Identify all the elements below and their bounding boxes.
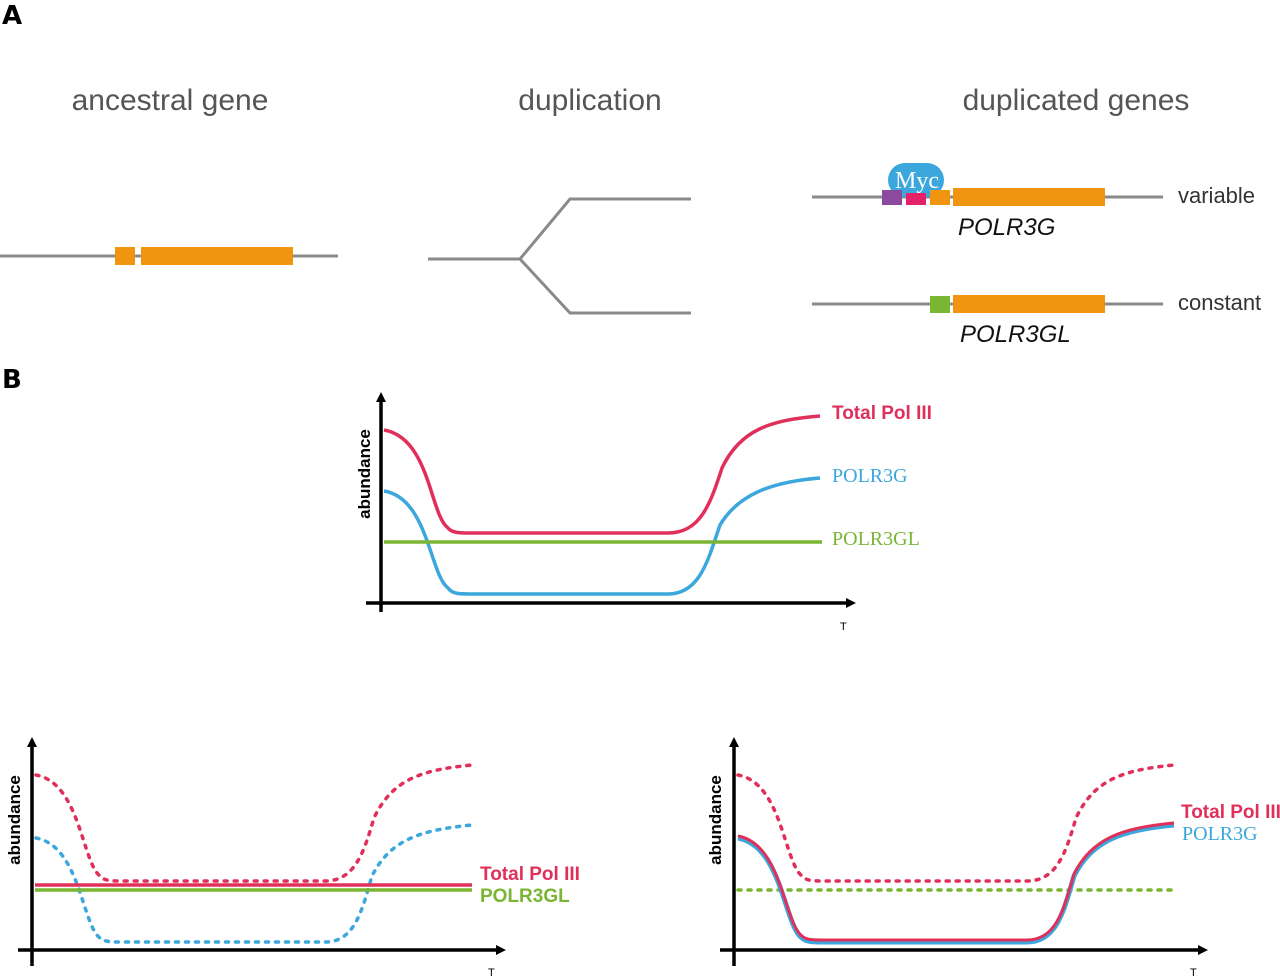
- constant-label: constant: [1178, 290, 1261, 315]
- right-total-dotted: [736, 763, 1176, 883]
- stage-title-duplication: duplication: [518, 84, 661, 117]
- right-x-label: T: [1190, 967, 1197, 978]
- right-chart: abundance T Total Pol III POLR3G: [706, 737, 1280, 978]
- stage-title-ancestral: ancestral gene: [72, 84, 269, 117]
- polr3gl-exon: [953, 295, 1105, 313]
- myc-bubble: [888, 163, 944, 197]
- duplication-fork: [428, 197, 691, 315]
- myc-label: Myc: [895, 168, 939, 194]
- left-x-label: T: [488, 967, 495, 978]
- stage-title-duplicated: duplicated genes: [963, 84, 1190, 117]
- polr3g-label: POLR3G: [958, 214, 1055, 241]
- left-chart: abundance T Total Pol III POLR3GL: [5, 737, 580, 978]
- polr3gl-label: POLR3GL: [960, 321, 1071, 348]
- right-legend-polr3g: POLR3G: [1182, 823, 1258, 845]
- left-legend-total: Total Pol III: [480, 864, 580, 885]
- polr3gl-promoter: [930, 296, 950, 313]
- top-legend-polr3g: POLR3G: [832, 465, 908, 487]
- ancestral-exon: [141, 247, 293, 265]
- polr3g-gene: Myc POLR3G variable: [812, 163, 1255, 241]
- purple-element: [882, 190, 902, 205]
- top-polr3g-curve: [383, 476, 821, 596]
- right-polr3g-curve: [737, 822, 1175, 945]
- polr3g-promoter: [930, 190, 950, 205]
- left-y-label: abundance: [5, 775, 24, 865]
- ancestral-promoter: [115, 247, 135, 265]
- left-legend-polr3gl: POLR3GL: [480, 886, 570, 907]
- polr3g-exon: [953, 188, 1105, 206]
- left-total-dotted: [34, 763, 474, 883]
- panel-a-letter: A: [2, 1, 22, 31]
- left-polr3g-dotted: [34, 823, 474, 944]
- polr3gl-gene: POLR3GL constant: [812, 290, 1261, 348]
- panel-b-letter: B: [2, 365, 22, 395]
- variable-label: variable: [1178, 183, 1255, 208]
- right-total-curve: [737, 821, 1175, 942]
- top-chart: abundance T Total Pol III POLR3G POLR3GL: [355, 392, 932, 633]
- magenta-element: [906, 193, 926, 205]
- top-total-curve: [383, 414, 821, 535]
- top-x-label: T: [840, 621, 847, 633]
- right-legend-total: Total Pol III: [1181, 802, 1280, 823]
- top-y-label: abundance: [355, 429, 374, 519]
- ancestral-gene: [0, 247, 338, 265]
- right-y-label: abundance: [706, 775, 725, 865]
- top-legend-polr3gl: POLR3GL: [832, 528, 920, 550]
- top-legend-total: Total Pol III: [832, 403, 932, 424]
